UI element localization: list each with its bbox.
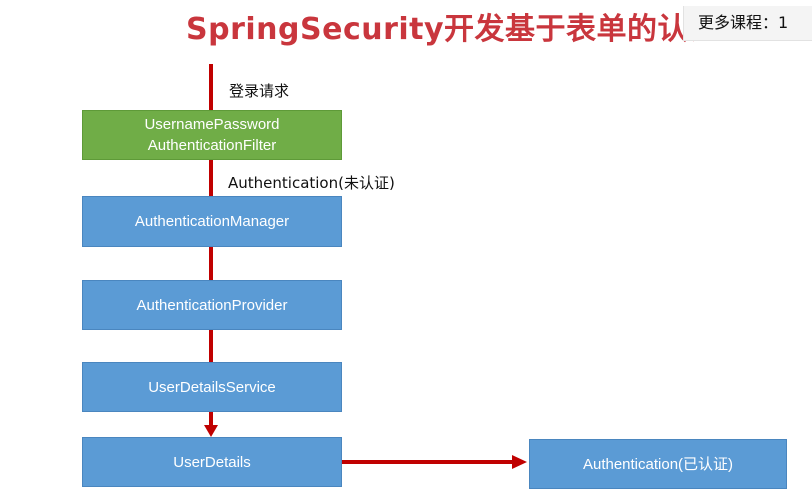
node-authentication-manager: AuthenticationManager <box>82 196 342 247</box>
node-details-service-label: UserDetailsService <box>148 378 276 396</box>
node-authenticated: Authentication(已认证) <box>529 439 787 489</box>
node-user-details-service: UserDetailsService <box>82 362 342 412</box>
node-user-details-label: UserDetails <box>173 453 251 471</box>
unauthenticated-label: Authentication(未认证) <box>228 174 395 192</box>
node-provider-label: AuthenticationProvider <box>136 296 288 314</box>
node-user-details: UserDetails <box>82 437 342 487</box>
arrowhead-down <box>204 425 218 437</box>
login-request-label: 登录请求 <box>229 82 290 100</box>
node-username-password-filter: UsernamePassword AuthenticationFilter <box>82 110 342 160</box>
node-filter-line1: UsernamePassword <box>144 116 280 133</box>
node-filter-line2: AuthenticationFilter <box>147 137 277 154</box>
arrowhead-right <box>512 455 527 469</box>
node-authentication-provider: AuthenticationProvider <box>82 280 342 330</box>
node-manager-label: AuthenticationManager <box>134 213 290 230</box>
node-authenticated-label: Authentication(已认证) <box>582 455 734 473</box>
slide-title: SpringSecurity开发基于表单的认证 <box>186 12 719 47</box>
more-courses-note: 更多课程：1 <box>683 6 812 41</box>
